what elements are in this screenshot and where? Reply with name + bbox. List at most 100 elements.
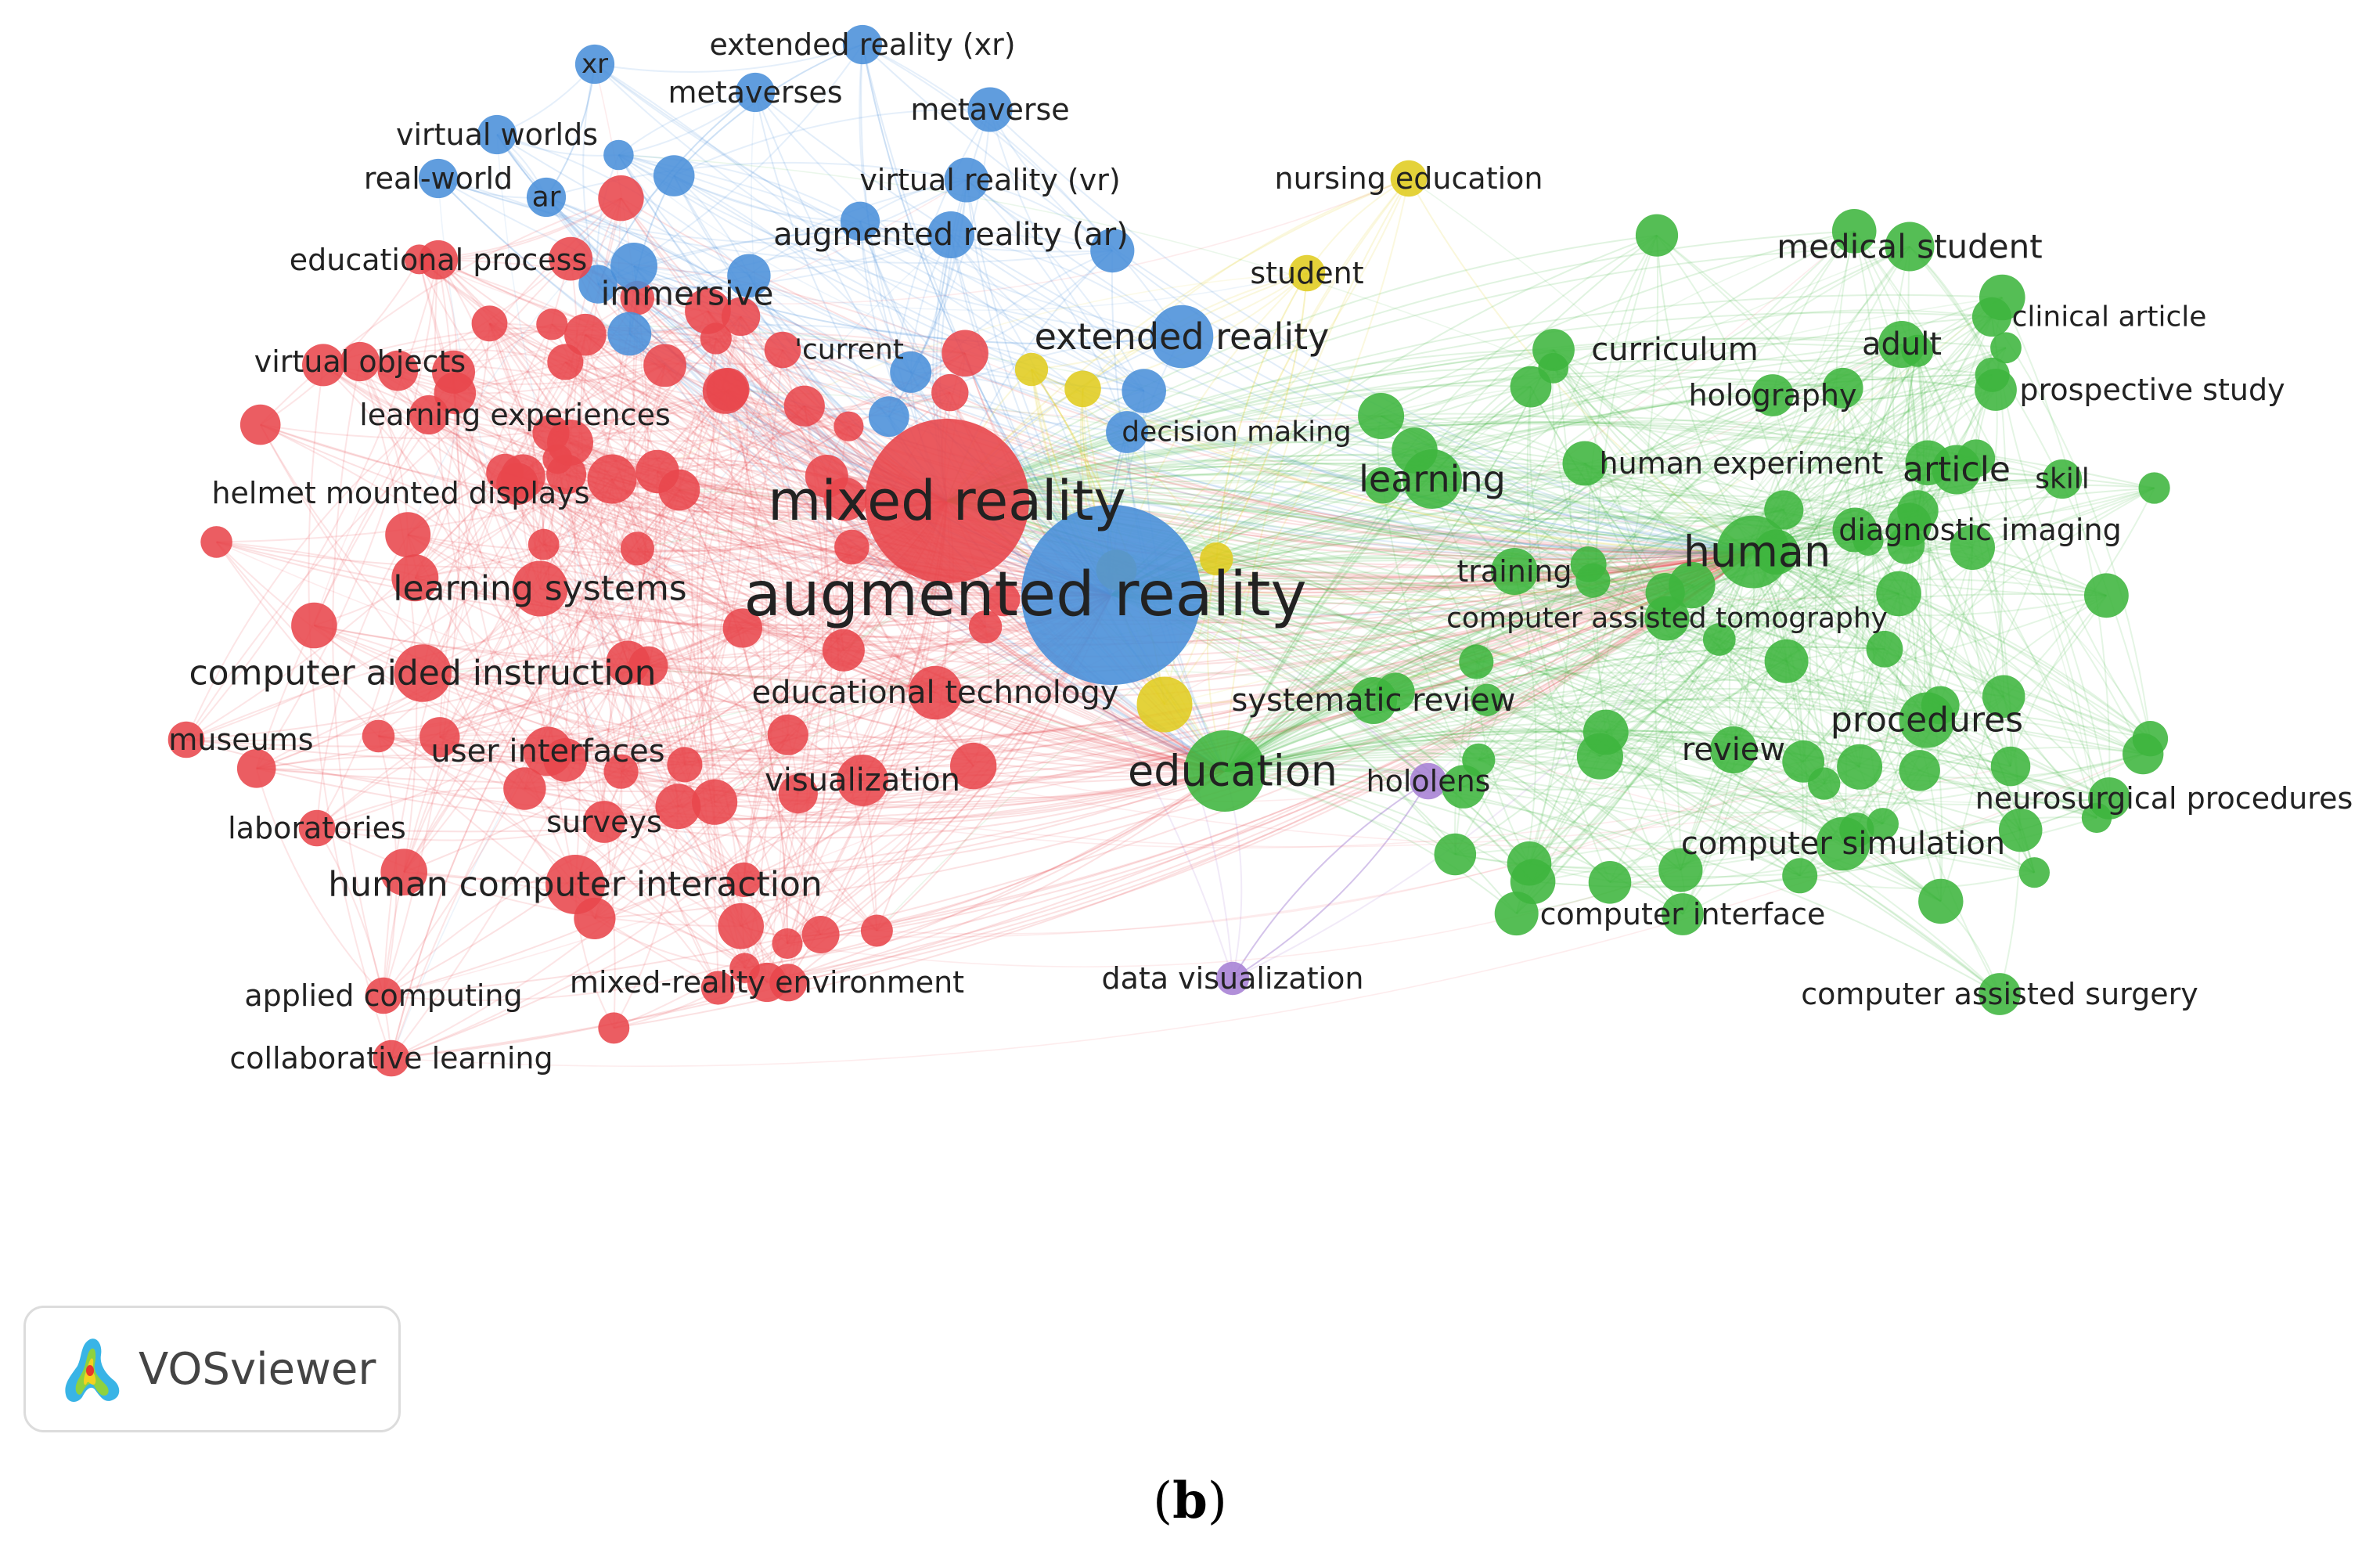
node-minor[interactable] bbox=[606, 640, 650, 685]
node-visualization[interactable] bbox=[837, 755, 888, 806]
node-computer-aided-instruction[interactable] bbox=[394, 644, 452, 702]
node-minor[interactable] bbox=[1459, 644, 1494, 679]
node-minor[interactable] bbox=[1358, 393, 1405, 439]
node-minor[interactable] bbox=[1702, 623, 1736, 656]
node-minor[interactable] bbox=[2123, 733, 2164, 775]
node-minor[interactable] bbox=[1866, 630, 1903, 668]
node-minor[interactable] bbox=[986, 582, 1021, 617]
node-human[interactable] bbox=[1716, 515, 1790, 589]
node-minor[interactable] bbox=[503, 767, 546, 810]
node-immersive[interactable] bbox=[610, 243, 657, 290]
node-virtual-objects[interactable] bbox=[340, 341, 380, 382]
node-minor[interactable] bbox=[1442, 765, 1485, 809]
node-extended-reality-xr[interactable] bbox=[842, 24, 883, 65]
node-minor[interactable] bbox=[391, 554, 439, 602]
node-minor[interactable] bbox=[1867, 808, 1899, 840]
node-minor[interactable] bbox=[1122, 369, 1166, 413]
node-minor[interactable] bbox=[377, 350, 419, 391]
node-minor[interactable] bbox=[1588, 861, 1632, 904]
node-xr[interactable] bbox=[574, 44, 615, 85]
node-human-computer-interaction[interactable] bbox=[545, 855, 605, 914]
node-article[interactable] bbox=[1932, 445, 1982, 495]
node-minor[interactable] bbox=[1658, 848, 1703, 892]
node-student[interactable] bbox=[1288, 254, 1326, 292]
node-minor[interactable] bbox=[700, 971, 736, 1005]
node-prospective-study[interactable] bbox=[1975, 369, 2017, 411]
node-decision-making[interactable] bbox=[1106, 411, 1148, 453]
node-computer-simulation[interactable] bbox=[1816, 816, 1871, 871]
node-minor[interactable] bbox=[823, 477, 867, 521]
node-minor[interactable] bbox=[860, 914, 893, 947]
node-ar[interactable] bbox=[526, 177, 567, 218]
node-applied-computing[interactable] bbox=[365, 977, 402, 1014]
node-museums[interactable] bbox=[167, 721, 205, 758]
node-minor[interactable] bbox=[1669, 561, 1716, 609]
node-minor[interactable] bbox=[1136, 676, 1193, 733]
node-minor[interactable] bbox=[655, 784, 701, 830]
node-metaverses[interactable] bbox=[735, 72, 776, 113]
node-metaverse[interactable] bbox=[967, 87, 1013, 132]
node-minor[interactable] bbox=[1635, 214, 1679, 257]
node-minor[interactable] bbox=[772, 928, 803, 959]
node-minor[interactable] bbox=[291, 602, 337, 649]
node-minor[interactable] bbox=[1782, 740, 1825, 783]
node-minor[interactable] bbox=[778, 774, 818, 814]
node-medical-student[interactable] bbox=[1885, 222, 1935, 272]
node-minor[interactable] bbox=[767, 714, 808, 755]
node-minor[interactable] bbox=[536, 308, 568, 340]
node-minor[interactable] bbox=[783, 385, 825, 427]
node-nursing-education[interactable] bbox=[1390, 160, 1428, 197]
node-minor[interactable] bbox=[603, 139, 634, 171]
node-minor[interactable] bbox=[236, 749, 276, 788]
node-neurosurgical-procedures[interactable] bbox=[2088, 777, 2130, 820]
node-educational-technology[interactable] bbox=[908, 665, 963, 720]
node-minor[interactable] bbox=[1570, 546, 1607, 582]
node-minor[interactable] bbox=[620, 280, 655, 315]
node-hololens[interactable] bbox=[1410, 762, 1447, 800]
node-minor[interactable] bbox=[636, 449, 679, 494]
node-minor[interactable] bbox=[1822, 367, 1863, 409]
node-minor[interactable] bbox=[1782, 858, 1818, 894]
node-computer-interface[interactable] bbox=[1662, 893, 1704, 935]
node-learning-systems[interactable] bbox=[512, 560, 568, 617]
node-minor[interactable] bbox=[385, 512, 431, 558]
node-minor[interactable] bbox=[200, 526, 232, 558]
node-minor[interactable] bbox=[1364, 467, 1402, 504]
node-minor[interactable] bbox=[1014, 352, 1049, 387]
node-minor[interactable] bbox=[607, 312, 652, 356]
node-helmet-mounted-displays[interactable] bbox=[587, 454, 637, 504]
node-minor[interactable] bbox=[1471, 683, 1503, 716]
node-minor[interactable] bbox=[380, 848, 427, 895]
node-minor[interactable] bbox=[942, 330, 988, 377]
node-minor[interactable] bbox=[1576, 733, 1623, 780]
node-surveys[interactable] bbox=[583, 801, 625, 843]
node-minor[interactable] bbox=[1434, 833, 1477, 876]
node-minor[interactable] bbox=[432, 350, 475, 394]
node-computer-assisted-tomography[interactable] bbox=[1644, 596, 1690, 641]
node-mixed-reality[interactable] bbox=[865, 419, 1029, 583]
node-laboratories[interactable] bbox=[298, 809, 336, 847]
node-adult[interactable] bbox=[1878, 321, 1925, 368]
node-current[interactable] bbox=[764, 331, 801, 369]
node-minor[interactable] bbox=[239, 404, 281, 445]
node-minor[interactable] bbox=[1990, 332, 2022, 364]
node-minor[interactable] bbox=[1510, 859, 1556, 905]
node-skill[interactable] bbox=[2042, 459, 2083, 499]
node-minor[interactable] bbox=[692, 779, 738, 825]
node-minor[interactable] bbox=[1837, 744, 1883, 790]
node-minor[interactable] bbox=[950, 742, 997, 790]
node-minor[interactable] bbox=[2138, 472, 2170, 504]
node-minor[interactable] bbox=[1831, 209, 1877, 254]
node-minor[interactable] bbox=[1918, 878, 1964, 924]
node-minor[interactable] bbox=[822, 629, 865, 672]
node-minor[interactable] bbox=[834, 529, 870, 565]
node-virtual-worlds[interactable] bbox=[477, 114, 517, 155]
node-minor[interactable] bbox=[471, 305, 508, 342]
node-minor[interactable] bbox=[1764, 639, 1809, 683]
node-minor[interactable] bbox=[1990, 746, 2031, 787]
node-minor[interactable] bbox=[1064, 370, 1101, 408]
node-minor[interactable] bbox=[840, 201, 880, 241]
node-minor[interactable] bbox=[1899, 750, 1940, 791]
node-minor[interactable] bbox=[598, 175, 644, 222]
node-user-interfaces[interactable] bbox=[523, 726, 573, 776]
